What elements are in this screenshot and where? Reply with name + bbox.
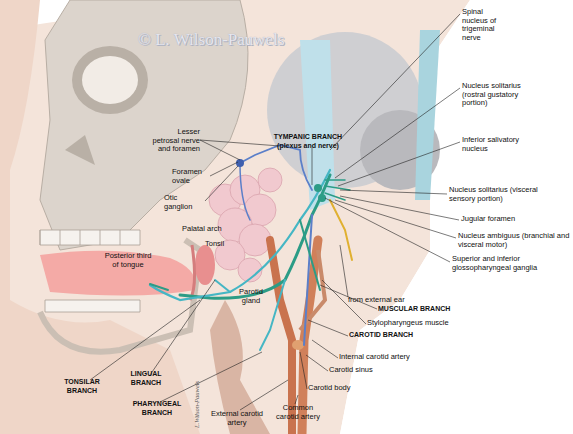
nucleus-label: Spinal nucleus of trigeminal nerve bbox=[462, 8, 504, 42]
spinal-cord bbox=[415, 30, 440, 200]
structure-label: Carotid sinus bbox=[329, 366, 379, 375]
tooth-lines bbox=[40, 230, 120, 245]
structure-label: Parotid gland bbox=[234, 288, 268, 305]
lower-teeth bbox=[45, 300, 140, 312]
structure-label: Otic ganglion bbox=[164, 194, 206, 211]
orbit bbox=[72, 46, 148, 114]
structure-label: Stylopharyngeus muscle bbox=[367, 319, 467, 328]
structure-label: Tonsil bbox=[205, 240, 235, 249]
structure-label: Internal carotid artery bbox=[339, 353, 439, 362]
nucleus-label: Nucleus solitarius (rostral gustatory po… bbox=[462, 82, 542, 108]
branch-label: PHARYNGEAL BRANCH bbox=[128, 400, 186, 417]
glossopharyngeal-nerve bbox=[150, 145, 352, 350]
structure-label: Carotid body bbox=[308, 384, 378, 393]
palatal-arch bbox=[190, 245, 195, 300]
structure-label: Foramen ovale bbox=[172, 168, 212, 185]
branch-label: CAROTID BRANCH bbox=[349, 331, 439, 340]
branch-label: TYMPANIC BRANCH (plexus and nerve) bbox=[272, 133, 344, 150]
tongue bbox=[40, 251, 196, 296]
structure-label: Common carotid artery bbox=[276, 404, 320, 421]
mandible bbox=[40, 240, 200, 352]
nucleus-label: Nucleus ambiguus (branchial and visceral… bbox=[458, 232, 570, 249]
nucleus-label: Inferior salivatory nucleus bbox=[462, 136, 524, 153]
signature: L.Wilson-Pauwels bbox=[193, 381, 202, 428]
structure-label: Jugular foramen bbox=[461, 215, 551, 224]
brainstem bbox=[300, 40, 335, 210]
nucleus-label: Nucleus solitarius (visceral sensory por… bbox=[449, 186, 559, 203]
tonsil bbox=[195, 245, 215, 285]
branch-label: LINGUAL BRANCH bbox=[120, 370, 172, 387]
branch-label: MUSCULAR BRANCH bbox=[378, 305, 468, 314]
watermark: © L. Wilson-Pauwels bbox=[138, 30, 285, 50]
structure-label: Superior and inferior glossopharyngeal g… bbox=[452, 255, 570, 272]
structure-label: from external ear bbox=[348, 296, 428, 305]
structure-label: Lesser petrosal nerve and foramen bbox=[150, 128, 200, 154]
upper-teeth bbox=[40, 230, 140, 245]
branch-label: TONSILAR BRANCH bbox=[56, 378, 108, 395]
structure-label: External carotid artery bbox=[206, 410, 268, 427]
structure-label: Palatal arch bbox=[182, 225, 232, 234]
carotid-body bbox=[292, 340, 304, 350]
orbit-inner bbox=[82, 56, 138, 104]
nasal-cavity bbox=[65, 135, 95, 165]
structure-label: Posterior third of tongue bbox=[104, 252, 152, 269]
leader-lines bbox=[90, 14, 460, 410]
